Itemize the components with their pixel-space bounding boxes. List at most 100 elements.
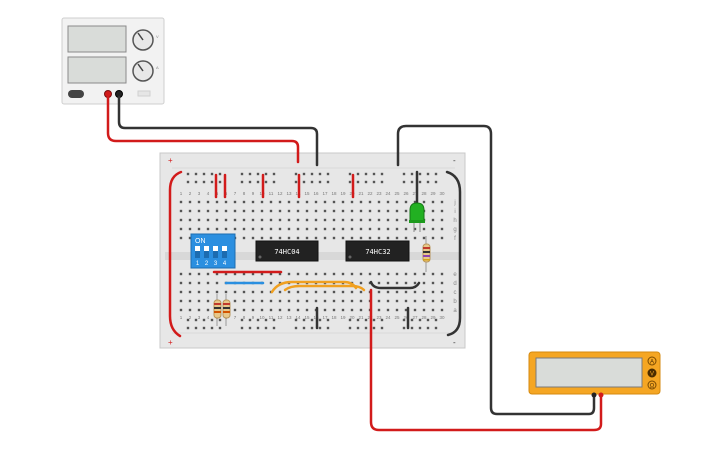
wire-black-supply-negative[interactable]	[117, 95, 319, 167]
dip-switch-number: 4	[223, 261, 227, 267]
power-switch[interactable]	[68, 90, 84, 98]
column-number: 8	[243, 191, 246, 196]
rail-plus-top: +	[168, 156, 173, 165]
wire-red-probe[interactable]	[369, 288, 603, 432]
column-number: 12	[277, 315, 283, 320]
voltage-knob-label: V	[156, 34, 159, 39]
dip-switch-number: 1	[196, 261, 200, 267]
column-number: 7	[234, 191, 237, 196]
dip-switch-number: 3	[214, 261, 218, 267]
column-number: 24	[385, 191, 391, 196]
column-number: 18	[331, 315, 337, 320]
row-letter: g	[453, 227, 456, 233]
column-number: 27	[412, 315, 418, 320]
ic-74hc04-label: 74HC04	[274, 248, 299, 256]
column-number: 8	[243, 315, 246, 320]
column-number: 13	[286, 191, 292, 196]
column-number: 4	[207, 315, 210, 320]
row-letter: b	[453, 299, 457, 305]
dip-switch-lever-4[interactable]	[222, 246, 227, 258]
row-letter: e	[453, 272, 457, 278]
column-number: 11	[269, 191, 274, 196]
column-number: 1	[180, 315, 183, 320]
column-number: 25	[394, 315, 400, 320]
wire-black-right-rail[interactable]	[445, 170, 462, 337]
multimeter-display	[535, 357, 643, 388]
column-number: 23	[376, 315, 382, 320]
svg-text:Ω: Ω	[650, 384, 655, 390]
column-number: 11	[269, 315, 274, 320]
column-number: 25	[394, 191, 400, 196]
column-number: 15	[304, 191, 310, 196]
column-number: 20	[349, 315, 355, 320]
column-number: 28	[421, 315, 427, 320]
svg-text:V: V	[650, 372, 654, 378]
column-number: 3	[198, 191, 201, 196]
dip-on-label: ON	[195, 238, 206, 245]
multimeter-mode-v-button[interactable]: V	[647, 368, 657, 378]
breadboard-holes[interactable]	[179, 172, 444, 330]
column-number: 2	[189, 191, 192, 196]
column-number: 13	[286, 315, 292, 320]
column-number: 10	[259, 315, 265, 320]
column-number: 27	[412, 191, 418, 196]
ic-74hc04[interactable]: 74HC04	[255, 240, 319, 262]
row-letter: c	[454, 290, 457, 296]
column-number: 2	[189, 315, 192, 320]
column-number: 26	[403, 191, 409, 196]
resistor-pulldown-2[interactable]	[222, 294, 231, 326]
multimeter[interactable]: A V Ω	[528, 351, 661, 398]
column-number: 22	[367, 191, 373, 196]
dip-switch-lever-3[interactable]	[213, 246, 218, 258]
dip-switch-number: 2	[205, 261, 209, 267]
current-display	[67, 56, 127, 84]
wire-red-supply-positive[interactable]	[106, 95, 300, 164]
dip-switch-lever-2[interactable]	[204, 246, 209, 258]
column-number: 23	[376, 191, 382, 196]
column-number: 16	[313, 191, 319, 196]
wire-black-led-ground[interactable]	[396, 124, 596, 416]
column-number: 21	[358, 315, 364, 320]
power-supply[interactable]: V A	[61, 17, 165, 105]
resistor-pulldown-1[interactable]	[213, 294, 222, 326]
wire-orange-2[interactable]	[283, 284, 366, 292]
rail-minus-bottom: -	[453, 338, 456, 347]
column-number: 28	[421, 191, 427, 196]
column-number: 4	[207, 191, 210, 196]
resistor-led[interactable]	[422, 236, 431, 272]
voltage-knob[interactable]: V	[132, 29, 159, 51]
column-number: 15	[304, 315, 310, 320]
ic-74hc32[interactable]: 74HC32	[345, 240, 410, 262]
wires[interactable]	[106, 95, 603, 432]
row-letter: f	[454, 236, 456, 242]
current-knob[interactable]: A	[132, 60, 159, 82]
row-letter: d	[453, 281, 456, 287]
column-number: 29	[430, 191, 436, 196]
dip-switch-lever-1[interactable]	[195, 246, 200, 258]
svg-text:A: A	[650, 360, 654, 366]
column-number: 1	[180, 191, 183, 196]
multimeter-com-terminal[interactable]	[591, 392, 597, 398]
column-number: 24	[385, 315, 391, 320]
wire-black-bottom-link[interactable]	[369, 280, 421, 290]
column-number: 18	[331, 191, 337, 196]
current-knob-label: A	[156, 65, 159, 70]
multimeter-mode-a-button[interactable]: A	[647, 356, 657, 366]
row-letter: h	[453, 218, 456, 224]
wire-red-left-rail[interactable]	[168, 170, 183, 338]
rail-minus-top: -	[453, 156, 456, 165]
voltage-display	[67, 25, 127, 53]
row-letter: i	[454, 209, 455, 215]
column-number: 7	[234, 315, 237, 320]
column-number: 12	[277, 191, 283, 196]
column-number: 19	[340, 191, 346, 196]
multimeter-mode-ohm-button[interactable]: Ω	[647, 380, 657, 390]
multimeter-v-terminal[interactable]	[598, 392, 604, 398]
column-number: 9	[252, 315, 255, 320]
column-number: 17	[322, 315, 328, 320]
ic-74hc32-label: 74HC32	[365, 248, 390, 256]
led-green[interactable]	[409, 202, 425, 232]
column-number: 19	[340, 315, 346, 320]
